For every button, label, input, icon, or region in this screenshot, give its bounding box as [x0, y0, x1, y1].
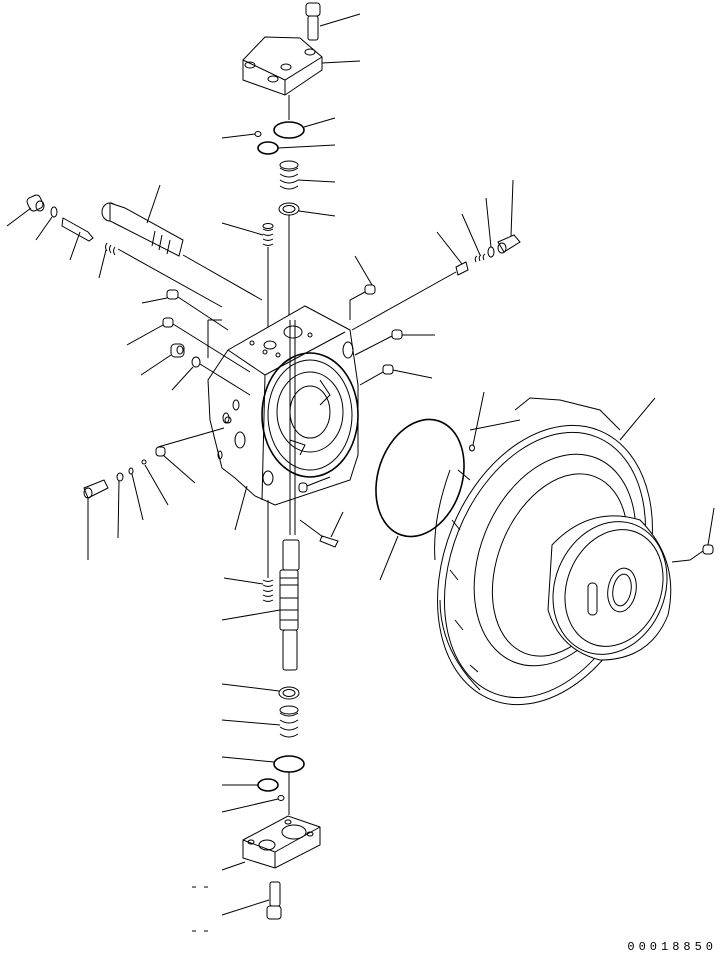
motor-housing-icon — [434, 397, 672, 706]
valve-body-icon — [207, 305, 359, 531]
cover-plate-icon — [221, 815, 321, 871]
cover-plate-icon — [242, 36, 361, 120]
washer-icon — [221, 683, 300, 700]
fitting-icon — [83, 459, 169, 560]
washer-icon — [278, 202, 336, 318]
pin-icon — [101, 184, 263, 301]
spring-icon — [221, 222, 274, 340]
plug-icon — [126, 289, 251, 484]
spring-icon — [279, 160, 336, 190]
plug-icon — [671, 507, 715, 563]
o-ring-icon — [221, 117, 336, 155]
o-ring-icon — [375, 391, 485, 581]
socket-bolt-icon — [192, 881, 282, 932]
fitting-icon — [298, 179, 521, 548]
document-number: 00018850 — [627, 940, 717, 954]
plug-icon — [6, 194, 223, 308]
spring-icon — [221, 500, 281, 621]
o-ring-icon — [221, 755, 305, 815]
spring-icon — [221, 705, 299, 738]
socket-bolt-icon — [305, 2, 361, 41]
spool-icon — [279, 320, 300, 671]
